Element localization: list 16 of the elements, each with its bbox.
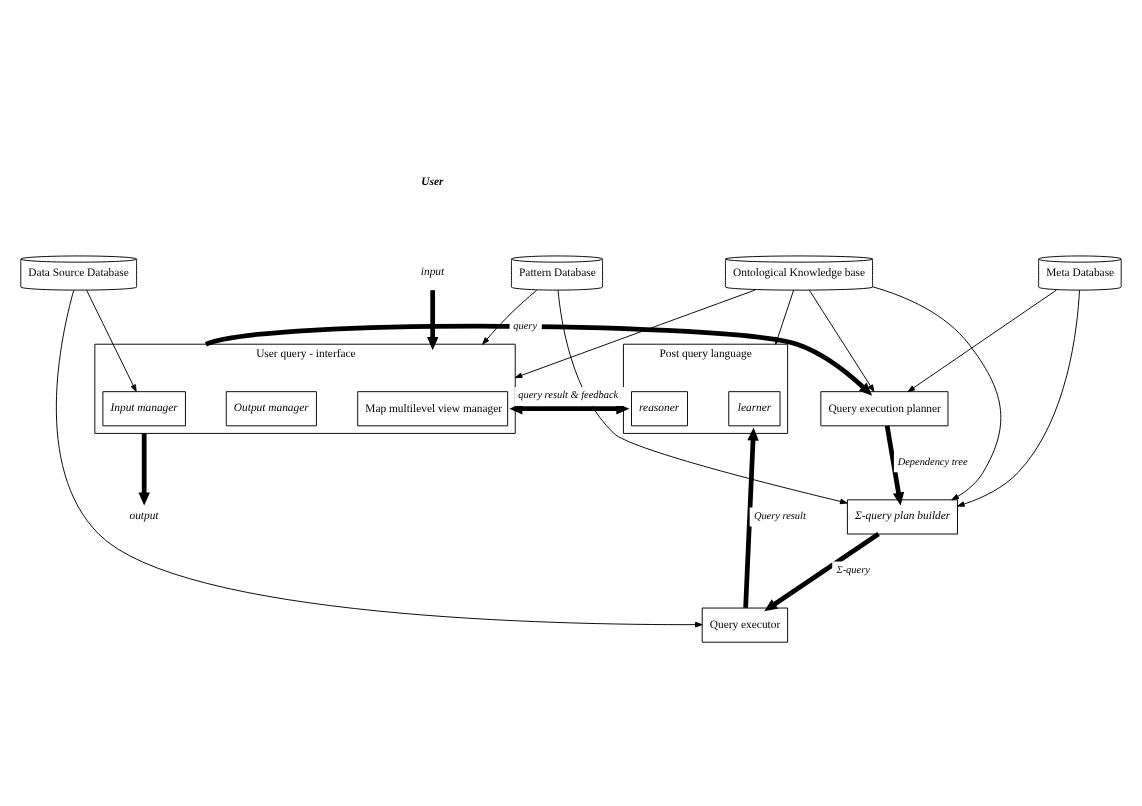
arrow [557, 288, 848, 504]
arrow [907, 288, 1057, 392]
arrow [138, 432, 150, 505]
arrow [957, 288, 1080, 506]
arrow [205, 322, 873, 395]
arrow [426, 289, 439, 350]
arrow [514, 288, 756, 378]
arrow [872, 285, 1002, 500]
arrow [808, 288, 875, 392]
arrow [743, 426, 759, 608]
arrow [55, 288, 703, 627]
arrow [884, 424, 905, 505]
arrow [86, 288, 137, 392]
arrow [482, 288, 538, 344]
arrow [764, 531, 880, 611]
arrow [509, 402, 630, 414]
